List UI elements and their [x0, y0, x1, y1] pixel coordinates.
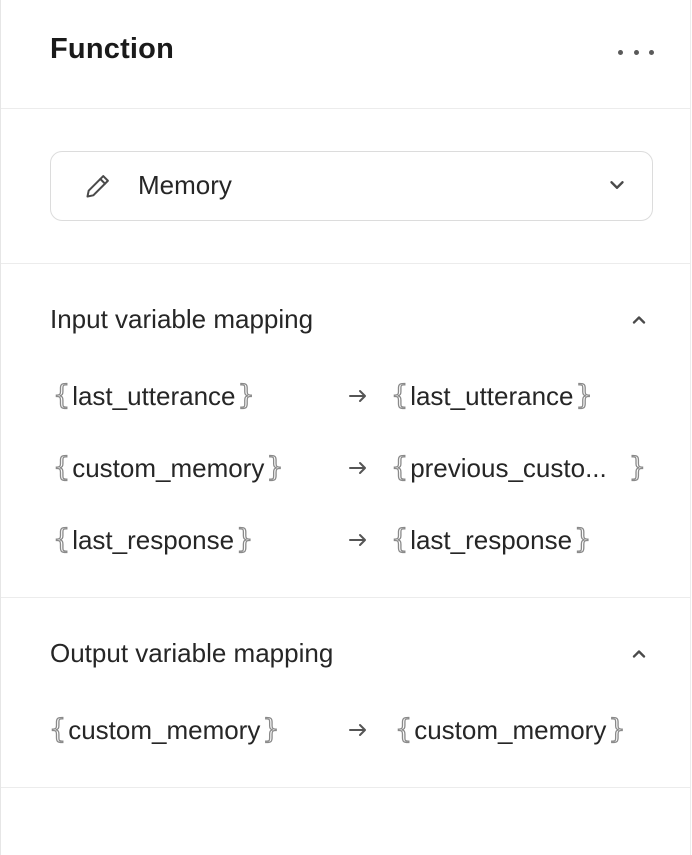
function-select-value: Memory: [138, 170, 232, 200]
panel-header: Function: [1, 0, 690, 109]
source-variable[interactable]: { custom_memory }: [48, 712, 281, 748]
input-mapping-row: { last_utterance } { last_utterance }: [52, 378, 673, 414]
open-brace: {: [390, 451, 409, 483]
more-dot: [633, 49, 639, 55]
target-variable-name: last_response: [410, 524, 573, 555]
close-brace: }: [573, 523, 592, 555]
source-variable[interactable]: { last_utterance }: [52, 378, 256, 414]
source-variable-name: custom_memory: [68, 714, 261, 745]
close-brace: }: [575, 379, 594, 411]
chevron-up-icon[interactable]: [629, 310, 649, 330]
close-brace: }: [237, 379, 256, 411]
open-brace: {: [52, 451, 71, 483]
arrow-right-icon: [349, 724, 366, 736]
panel-title: Function: [50, 33, 175, 65]
open-brace: {: [394, 713, 413, 745]
function-select[interactable]: Memory: [50, 151, 653, 221]
source-variable-name: last_utterance: [72, 380, 236, 411]
target-variable[interactable]: { custom_memory }: [394, 712, 627, 748]
arrow-right-icon: [349, 390, 366, 402]
more-dot: [649, 49, 654, 55]
pencil-icon: [86, 175, 109, 198]
input-mapping-row: { custom_memory } { previous_custo... }: [52, 450, 673, 486]
open-brace: {: [390, 523, 409, 555]
output-variable-mapping-section: Output variable mapping { custom_memory …: [1, 598, 690, 788]
open-brace: {: [52, 379, 71, 411]
chevron-up-icon[interactable]: [629, 644, 649, 664]
output-mapping-title: Output variable mapping: [50, 638, 334, 668]
target-variable-name: last_utterance: [410, 380, 574, 411]
input-mapping-title: Input variable mapping: [50, 304, 314, 334]
function-select-section: Memory: [1, 109, 690, 264]
input-variable-mapping-section: Input variable mapping { last_utterance …: [1, 264, 690, 598]
target-variable-name: previous_custo...: [410, 452, 607, 483]
target-variable[interactable]: { last_response }: [390, 522, 592, 558]
chevron-down-icon: [610, 181, 624, 189]
close-brace: }: [266, 451, 285, 483]
more-horizontal-icon: [618, 49, 623, 55]
open-brace: {: [390, 379, 409, 411]
source-variable-name: last_response: [72, 524, 235, 555]
target-variable[interactable]: { previous_custo... }: [390, 450, 647, 486]
output-mapping-row: { custom_memory } { custom_memory }: [48, 712, 669, 748]
target-variable[interactable]: { last_utterance }: [390, 378, 594, 414]
close-brace: }: [235, 523, 254, 555]
close-brace: }: [608, 713, 627, 745]
input-mapping-header[interactable]: Input variable mapping: [50, 304, 653, 340]
arrow-right-icon: [349, 462, 366, 474]
close-brace: }: [262, 713, 281, 745]
close-brace: }: [628, 451, 647, 483]
input-mapping-row: { last_response } { last_response }: [52, 522, 673, 558]
source-variable[interactable]: { custom_memory }: [52, 450, 285, 486]
source-variable-name: custom_memory: [72, 452, 265, 483]
source-variable[interactable]: { last_response }: [52, 522, 254, 558]
arrow-right-icon: [349, 534, 366, 546]
open-brace: {: [48, 713, 67, 745]
target-variable-name: custom_memory: [414, 714, 607, 745]
output-mapping-header[interactable]: Output variable mapping: [50, 638, 653, 674]
open-brace: {: [52, 523, 71, 555]
more-options-button[interactable]: [618, 38, 654, 66]
